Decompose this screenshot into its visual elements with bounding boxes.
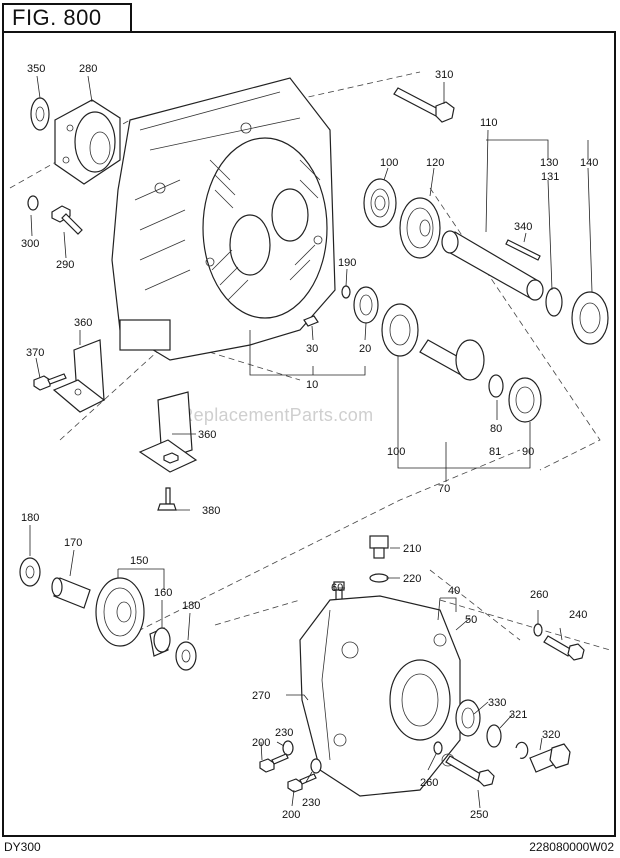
callout-170: 170 <box>64 537 82 549</box>
part-320-plug-bolt <box>529 743 571 773</box>
part-30-dowel-pin <box>303 315 319 327</box>
callout-360-lower: 360 <box>198 429 216 441</box>
callout-310: 310 <box>435 69 453 81</box>
part-220-gasket <box>369 573 389 583</box>
part-80-circlip <box>488 374 504 398</box>
assembly-dash-lines <box>9 71 611 651</box>
callout-321: 321 <box>509 709 527 721</box>
leader-lines <box>29 75 593 809</box>
part-321-ring <box>515 741 529 759</box>
part-81-shaft <box>419 339 485 381</box>
callout-200-upper: 200 <box>252 737 270 749</box>
callout-240: 240 <box>569 609 587 621</box>
part-260-washer-upper <box>533 623 543 637</box>
callout-131: 131 <box>541 171 559 183</box>
callout-360-upper: 360 <box>74 317 92 329</box>
callout-30: 30 <box>306 343 318 355</box>
part-300-washer <box>27 195 39 211</box>
callout-350: 350 <box>27 63 45 75</box>
part-170-shaft <box>51 577 91 609</box>
part-150-gear <box>95 577 145 647</box>
callout-100-lower: 100 <box>387 446 405 458</box>
part-260-washer-lower <box>433 741 443 755</box>
callout-380: 380 <box>202 505 220 517</box>
part-20-oil-seal <box>353 286 379 324</box>
part-230-washer-lower <box>310 758 322 774</box>
part-321-circlip <box>486 724 502 748</box>
part-340-key <box>505 239 541 261</box>
part-380-bolt <box>157 487 177 511</box>
callout-270: 270 <box>252 690 270 702</box>
callout-120: 120 <box>426 157 444 169</box>
part-280-flange <box>54 99 121 185</box>
callout-150: 150 <box>130 555 148 567</box>
model-label: DY300 <box>4 840 41 854</box>
drawing-code: 228080000W02 <box>529 840 614 854</box>
part-310-bolt <box>393 87 455 123</box>
callout-110: 110 <box>480 117 498 129</box>
part-200-bolt-lower <box>287 773 317 793</box>
part-180-washer-left <box>19 557 41 587</box>
part-270-cover-housing <box>299 595 461 797</box>
callout-80: 80 <box>490 423 502 435</box>
part-250-bolt <box>445 755 495 787</box>
part-240-bolt <box>543 635 585 661</box>
part-90-bearing <box>508 377 542 423</box>
watermark: eReplacementParts.com <box>170 405 374 425</box>
callout-340: 340 <box>514 221 532 233</box>
callout-220: 220 <box>403 573 421 585</box>
callout-160: 160 <box>154 587 172 599</box>
callout-250: 250 <box>470 809 488 821</box>
part-370-bolt <box>33 373 67 391</box>
part-290-bolt <box>51 205 83 235</box>
part-131-circlip <box>545 287 563 317</box>
callout-290: 290 <box>56 259 74 271</box>
callout-50: 50 <box>465 614 477 626</box>
part-main-housing <box>111 77 336 361</box>
callout-180-left: 180 <box>21 512 39 524</box>
callout-10: 10 <box>306 379 318 391</box>
callout-320: 320 <box>542 729 560 741</box>
callout-190: 190 <box>338 257 356 269</box>
part-230-washer-upper <box>282 740 294 756</box>
callout-370: 370 <box>26 347 44 359</box>
callout-40: 40 <box>448 585 460 597</box>
part-180-washer-right <box>175 641 197 671</box>
callout-200-lower: 200 <box>282 809 300 821</box>
diagram-frame <box>2 31 616 837</box>
callout-70: 70 <box>438 483 450 495</box>
part-200-bolt-upper <box>259 753 289 773</box>
callout-180-right: 180 <box>182 600 200 612</box>
callout-280: 280 <box>79 63 97 75</box>
callout-20: 20 <box>359 343 371 355</box>
part-140-bearing <box>571 291 609 345</box>
callout-300: 300 <box>21 238 39 250</box>
callout-60: 60 <box>331 582 343 594</box>
part-120-gear <box>399 197 441 259</box>
part-130-shaft <box>441 230 544 301</box>
part-160-bush <box>149 627 171 657</box>
callout-130: 130 <box>540 157 558 169</box>
callout-230-lower: 230 <box>302 797 320 809</box>
callout-260-upper: 260 <box>530 589 548 601</box>
part-360-bracket-lower <box>138 391 198 473</box>
callout-90: 90 <box>522 446 534 458</box>
callout-100-upper: 100 <box>380 157 398 169</box>
part-100-bearing-lower <box>381 303 419 357</box>
part-210-plug <box>369 535 389 559</box>
part-330-oil-seal <box>455 699 481 737</box>
callout-labels: 350 280 300 290 310 110 100 120 130 131 … <box>21 63 598 821</box>
callout-330: 330 <box>488 697 506 709</box>
callout-140: 140 <box>580 157 598 169</box>
callout-210: 210 <box>403 543 421 555</box>
part-360-bracket-upper <box>52 339 106 413</box>
part-190-o-ring <box>341 285 351 299</box>
callout-81: 81 <box>489 446 501 458</box>
callout-230-upper: 230 <box>275 727 293 739</box>
part-100-bearing-upper <box>363 178 397 228</box>
callout-260-lower: 260 <box>420 777 438 789</box>
part-350-washer <box>30 97 50 131</box>
